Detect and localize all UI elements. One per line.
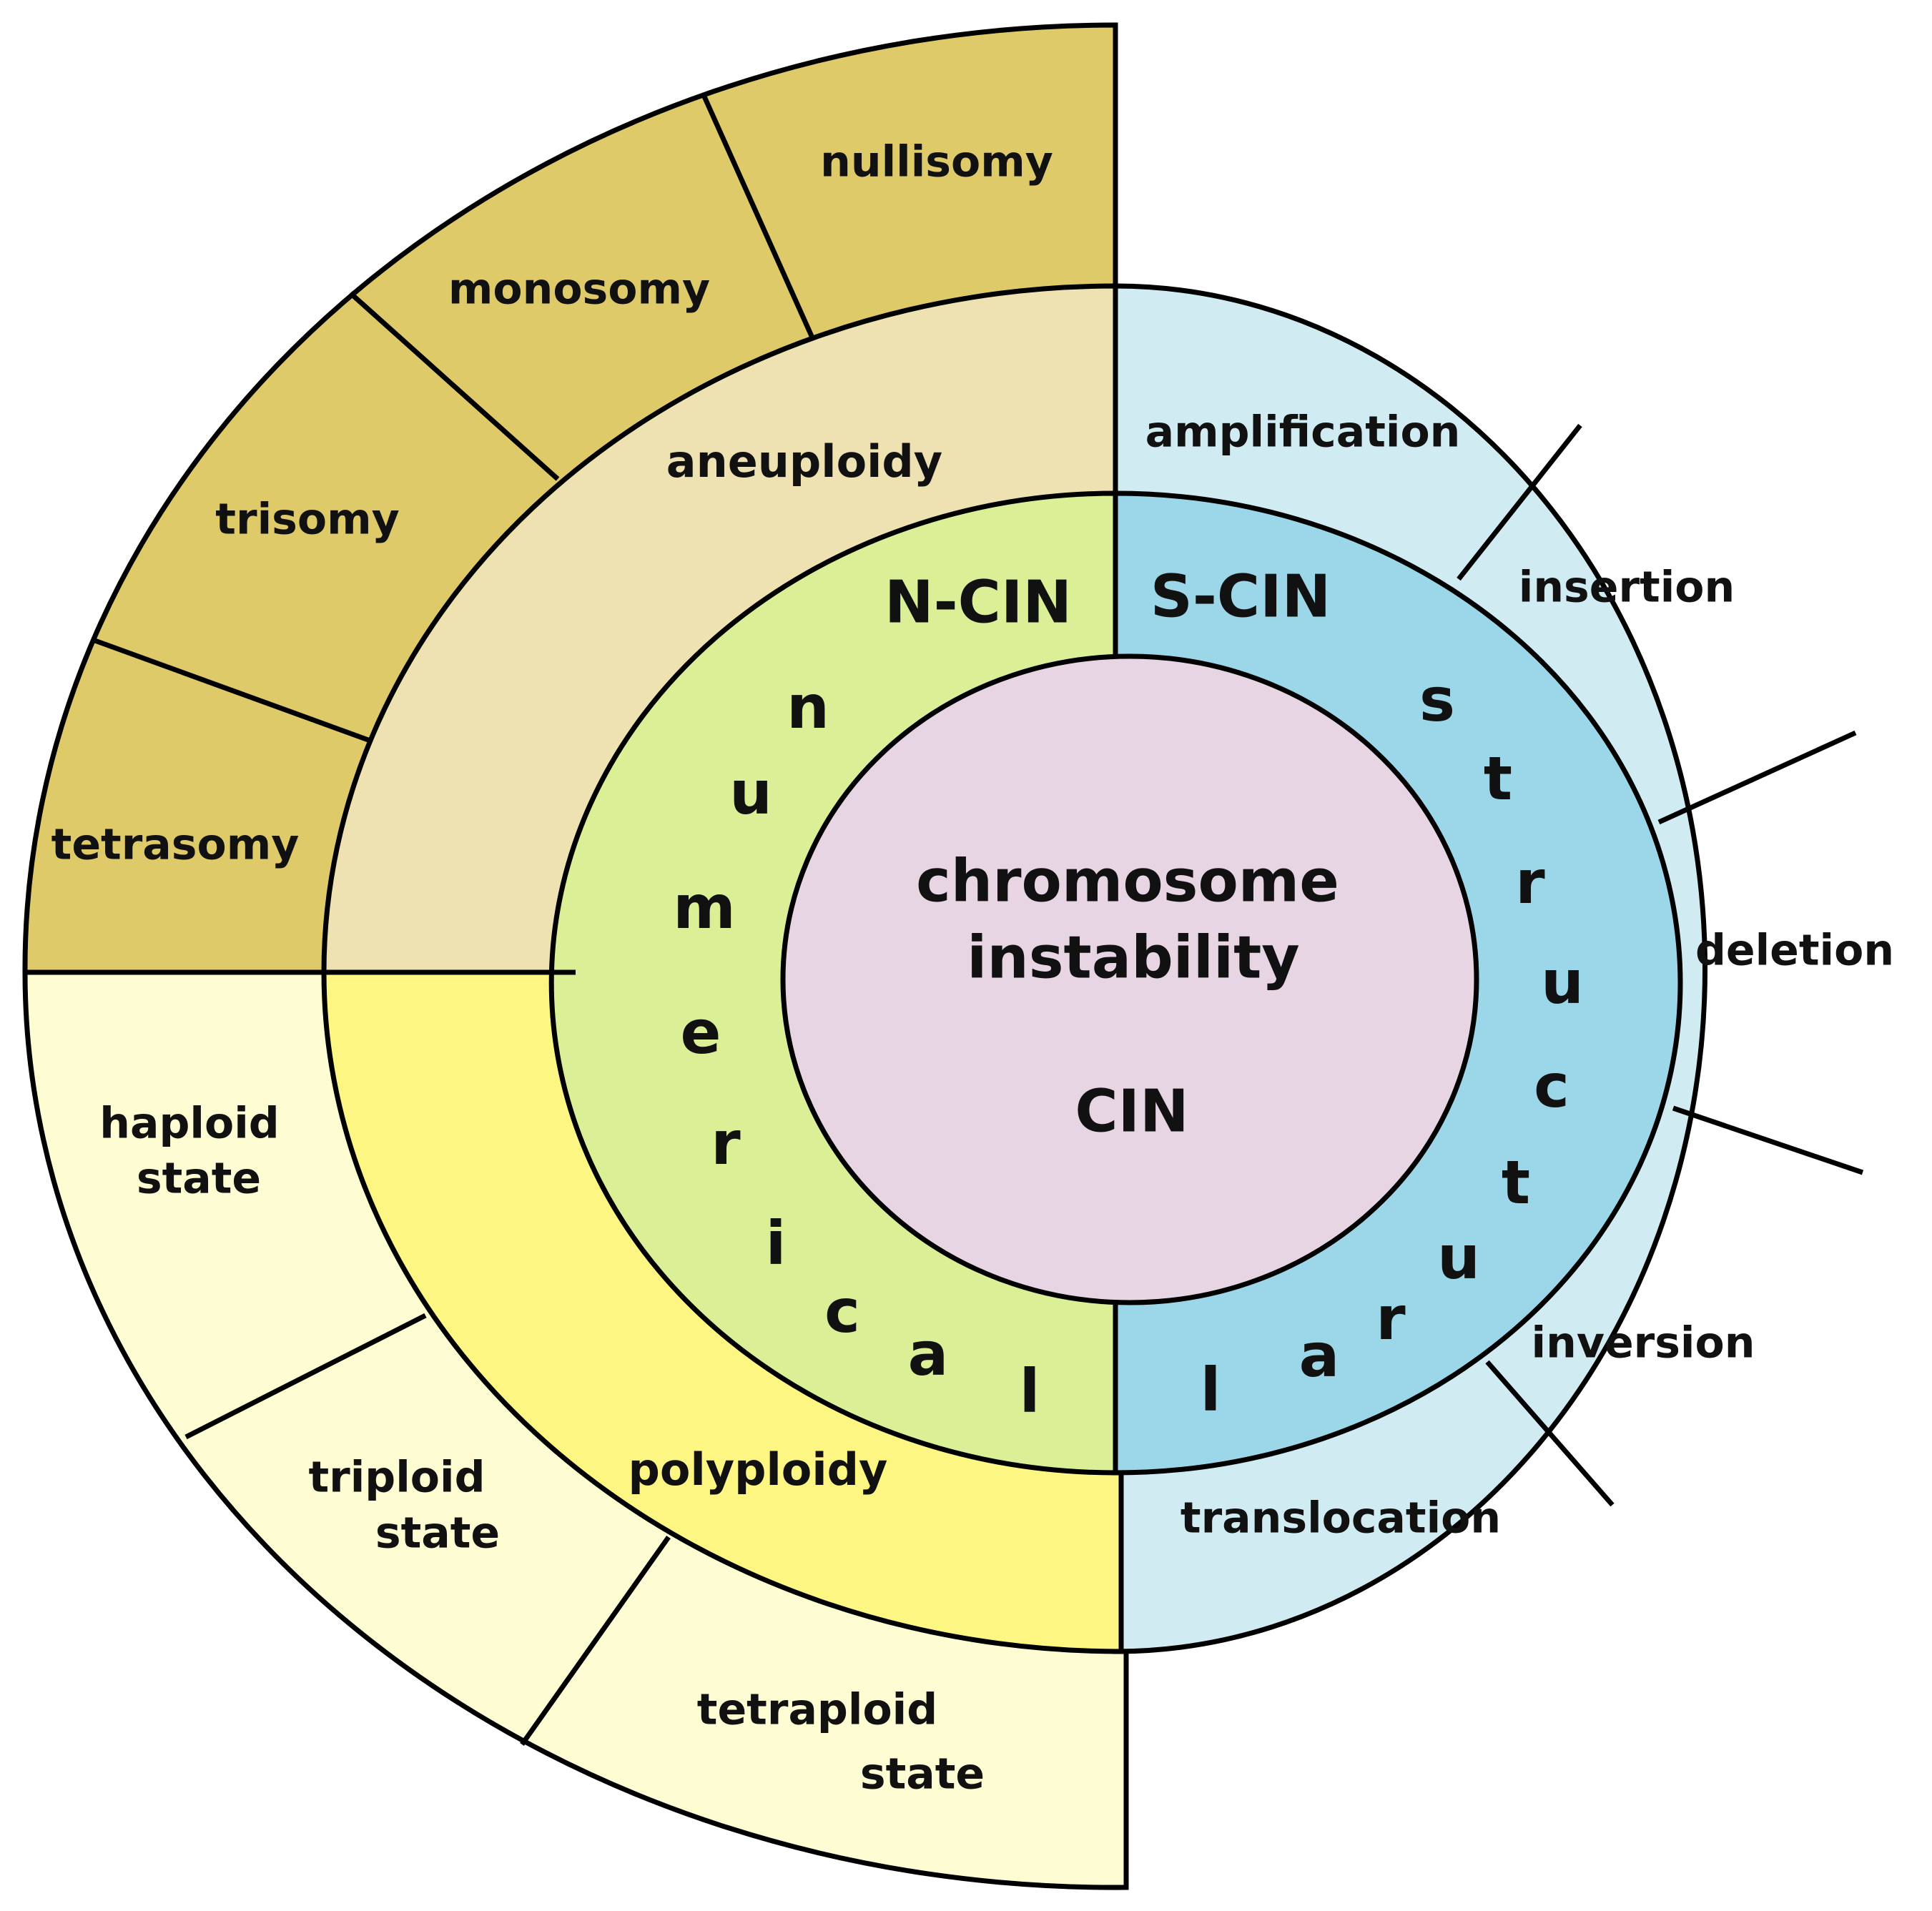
divider-amplification-insertion	[1457, 423, 1582, 581]
divider-trisomy-tetrasomy	[92, 637, 370, 743]
structural-letter-9: a	[1299, 1320, 1340, 1391]
divider-monosomy-trisomy	[348, 291, 560, 481]
label-haploid-state: state	[137, 1154, 261, 1204]
numerical-letter-7: c	[824, 1276, 860, 1346]
divider-inversion-translocation	[1485, 1360, 1615, 1507]
center-title-line1: chromosome	[916, 847, 1339, 915]
structural-letter-7: u	[1437, 1223, 1480, 1293]
label-deletion: deletion	[1695, 926, 1894, 976]
label-tetraploid-state: state	[860, 1749, 985, 1799]
label-tetraploid: tetraploid	[697, 1685, 937, 1735]
label-triploid-state: state	[375, 1508, 500, 1559]
structural-letter-10: l	[1201, 1355, 1221, 1425]
numerical-letter-8: a	[908, 1319, 949, 1389]
numerical-letter-4: e	[681, 997, 721, 1067]
numerical-letter-1: n	[787, 672, 829, 742]
divider-triploid-tetraploid	[520, 1535, 671, 1747]
divider-deletion-inversion	[1672, 1105, 1864, 1175]
numerical-letter-3: m	[673, 872, 736, 942]
label-triploid: triploid	[308, 1453, 485, 1503]
numerical-letter-6: i	[766, 1208, 787, 1278]
label-nullisomy: nullisomy	[820, 137, 1053, 187]
label-n-cin: N-CIN	[884, 568, 1072, 636]
label-inversion: inversion	[1532, 1318, 1755, 1368]
divider-insertion-deletion	[1657, 730, 1857, 825]
label-polyploidy: polyploidy	[629, 1443, 888, 1496]
label-insertion: insertion	[1519, 563, 1735, 613]
label-haploid: haploid	[99, 1099, 279, 1149]
numerical-letter-9: l	[1020, 1356, 1040, 1426]
structural-letter-6: t	[1502, 1147, 1530, 1218]
structural-letter-3: r	[1515, 847, 1545, 917]
label-monosomy: monosomy	[448, 265, 710, 315]
divider-nullisomy-monosomy	[701, 95, 814, 337]
label-aneuploidy: aneuploidy	[666, 435, 942, 488]
label-amplification: amplification	[1145, 408, 1461, 458]
divider-haploid-triploid	[184, 1313, 427, 1440]
structural-letter-4: u	[1541, 947, 1584, 1017]
numerical-letter-2: u	[729, 758, 772, 828]
structural-letter-1: s	[1419, 665, 1455, 735]
center-title-line2: instability	[967, 924, 1300, 992]
structural-letter-8: r	[1376, 1283, 1406, 1353]
structural-letter-2: t	[1484, 744, 1512, 814]
numerical-letter-5: r	[711, 1108, 741, 1178]
structural-letter-5: c	[1534, 1051, 1569, 1121]
label-translocation: translocation	[1181, 1493, 1501, 1544]
label-trisomy: trisomy	[215, 495, 399, 545]
label-tetrasomy: tetrasomy	[51, 820, 300, 870]
label-s-cin: S-CIN	[1150, 563, 1331, 631]
center-circle	[780, 653, 1479, 1305]
center-abbrev: CIN	[1075, 1077, 1188, 1145]
